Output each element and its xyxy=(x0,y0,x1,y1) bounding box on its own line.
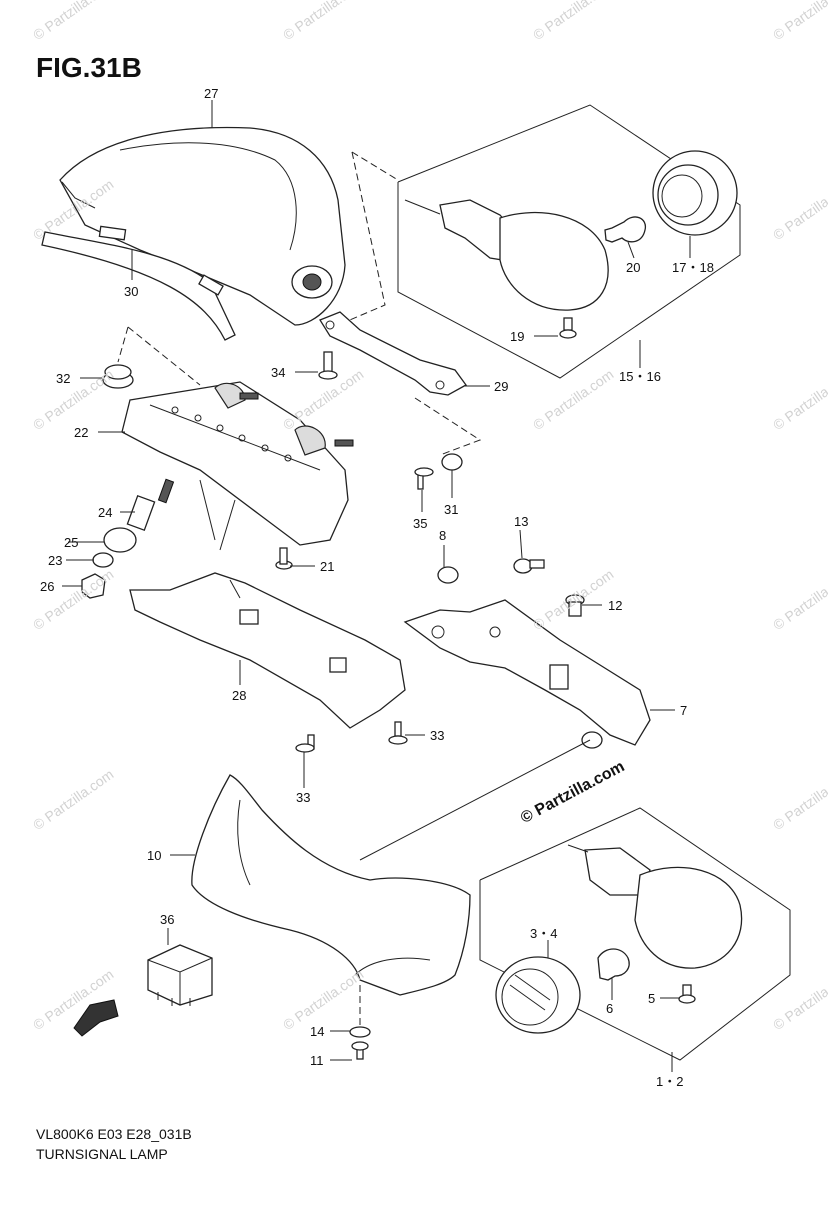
callout-34: 34 xyxy=(271,365,285,380)
callout-32: 32 xyxy=(56,371,70,386)
figure-title: FIG.31B xyxy=(36,52,142,83)
bracket-28 xyxy=(129,572,406,729)
callout-29: 29 xyxy=(494,379,508,394)
front-turn-signal-assembly xyxy=(479,807,791,1061)
callout-36: 36 xyxy=(160,912,174,927)
callout-22: 22 xyxy=(74,425,88,440)
callout-11: 11 xyxy=(310,1053,324,1068)
cover-10 xyxy=(191,774,471,996)
bracket-29 xyxy=(319,311,467,396)
callout-10: 10 xyxy=(147,848,161,863)
bracket-7 xyxy=(403,599,651,746)
callout-15-16: 15・16 xyxy=(619,369,661,384)
callout-14: 14 xyxy=(310,1024,324,1039)
callout-24: 24 xyxy=(98,505,112,520)
callout-13: 13 xyxy=(514,514,528,529)
callout-33-right: 33 xyxy=(430,728,444,743)
callout-33-bottom: 33 xyxy=(296,790,310,805)
callout-25: 25 xyxy=(64,535,78,550)
callout-6: 6 xyxy=(606,1001,613,1016)
reflector-strip-30 xyxy=(41,225,236,341)
tail-cowl-27 xyxy=(59,126,346,326)
callout-7: 7 xyxy=(680,703,687,718)
callout-5: 5 xyxy=(648,991,655,1006)
callout-8: 8 xyxy=(439,528,446,543)
diagram-name: TURNSIGNAL LAMP xyxy=(36,1146,168,1162)
callout-21: 21 xyxy=(320,559,334,574)
callout-12: 12 xyxy=(608,598,622,613)
callout-17-18: 17・18 xyxy=(672,260,714,275)
fwd-arrow-icon xyxy=(73,999,119,1037)
callout-27: 27 xyxy=(204,86,218,101)
callout-20: 20 xyxy=(626,260,640,275)
callout-23: 23 xyxy=(48,553,62,568)
callout-31: 31 xyxy=(444,502,458,517)
callout-35: 35 xyxy=(413,516,427,531)
callout-30: 30 xyxy=(124,284,138,299)
callout-labels: 27 30 32 34 29 22 24 25 23 26 21 35 31 2… xyxy=(40,86,714,1089)
callout-26: 26 xyxy=(40,579,54,594)
callout-19: 19 xyxy=(510,329,524,344)
diagram-code: VL800K6 E03 E28_031B xyxy=(36,1126,192,1142)
callout-3-4: 3・4 xyxy=(530,926,557,941)
callout-1-2: 1・2 xyxy=(656,1074,683,1089)
bracket-22 xyxy=(121,381,349,551)
rear-turn-signal-assembly xyxy=(397,104,741,379)
callout-28: 28 xyxy=(232,688,246,703)
holes xyxy=(171,406,292,462)
relay-36 xyxy=(147,944,213,1006)
